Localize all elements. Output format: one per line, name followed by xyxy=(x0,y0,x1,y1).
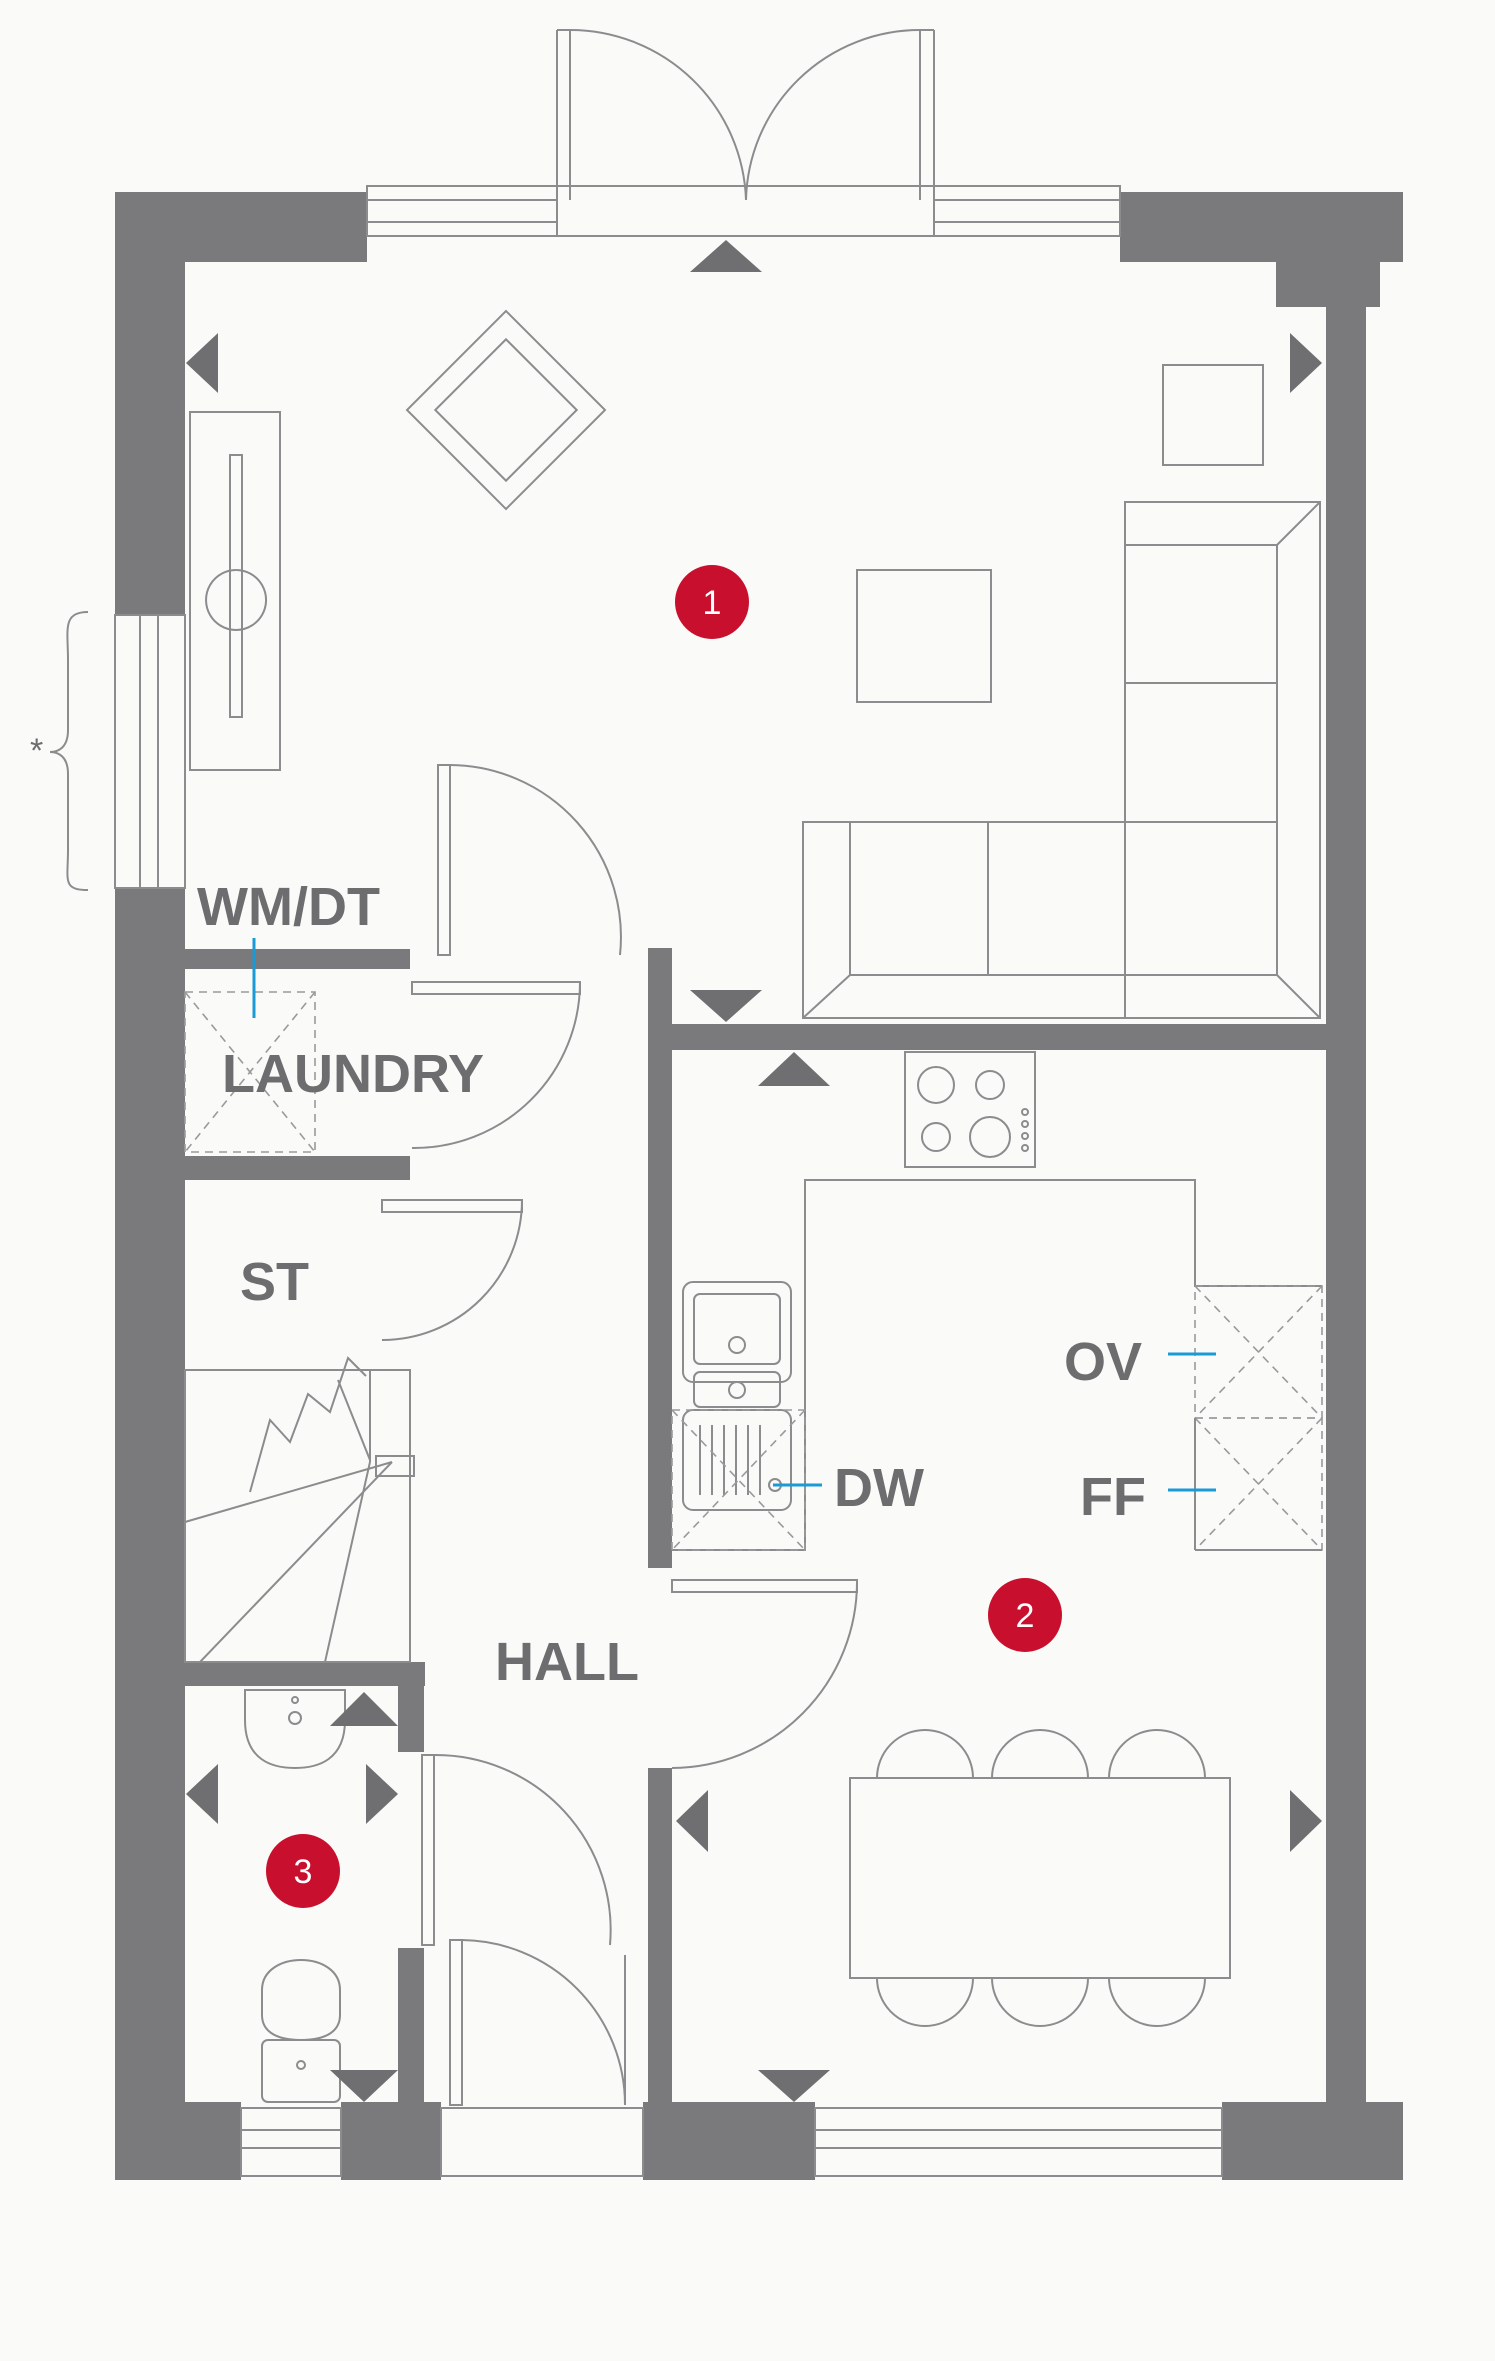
leader-lines xyxy=(252,938,1216,1492)
badge-living: 1 xyxy=(675,565,749,639)
wall-bottom-1 xyxy=(115,2102,241,2180)
television xyxy=(229,454,243,718)
toilet xyxy=(261,1959,341,2103)
door-wc[interactable] xyxy=(421,1754,435,1946)
window-left-side xyxy=(114,614,186,889)
label-hall: HALL xyxy=(495,1632,639,1692)
walls xyxy=(115,192,1403,2180)
svg-text:1: 1 xyxy=(703,584,722,622)
arrow-right-marker xyxy=(366,1764,398,1824)
badge-kitchen-dining: 2 xyxy=(988,1578,1062,1652)
label-dishwasher: DW xyxy=(834,1458,924,1518)
arrow-left-marker xyxy=(676,1790,708,1852)
door-front[interactable] xyxy=(449,1939,463,2106)
wall-left-lower xyxy=(115,888,185,2180)
wall-hall-kitchen-lower xyxy=(648,1768,672,2102)
arrow-down-marker xyxy=(758,2070,830,2102)
window-top-left xyxy=(366,185,558,237)
armchair xyxy=(405,309,607,511)
dining-set xyxy=(849,1729,1231,2027)
wall-wc-right-upper xyxy=(398,1662,424,1752)
section-arrows xyxy=(186,240,1322,2102)
arrow-up-marker xyxy=(758,1052,830,1086)
wall-right xyxy=(1326,192,1366,2123)
windows xyxy=(114,29,1223,2177)
room-badges: 1 2 3 xyxy=(266,565,1062,1908)
wall-laundry-bottom xyxy=(185,1156,410,1180)
side-table xyxy=(1162,364,1264,466)
front-door-frame xyxy=(440,2107,644,2177)
arrow-left-marker xyxy=(186,333,218,393)
staircase xyxy=(184,1356,415,1663)
hob xyxy=(904,1051,1036,1168)
labels: WM/DT LAUNDRY ST HALL DW OV FF xyxy=(197,877,1146,1692)
wall-hall-kitchen-upper xyxy=(648,948,672,1568)
door-kitchen[interactable] xyxy=(671,1579,858,1593)
window-wc xyxy=(240,2107,342,2177)
wc-fittings xyxy=(244,1689,346,2103)
wall-bottom-2 xyxy=(341,2102,441,2180)
label-laundry: LAUNDRY xyxy=(222,1044,484,1104)
door-laundry[interactable] xyxy=(411,981,581,995)
dining-table xyxy=(849,1777,1231,1979)
arrow-up-marker xyxy=(330,1692,398,1726)
dishwasher-space xyxy=(671,1409,806,1551)
arrow-down-marker xyxy=(690,990,762,1022)
sink xyxy=(682,1281,792,1383)
arrow-right-marker xyxy=(1290,1790,1322,1852)
arrow-down-marker xyxy=(330,2070,398,2102)
drainer xyxy=(682,1409,792,1511)
label-fridge-freezer: FF xyxy=(1080,1467,1146,1527)
living-room-furniture xyxy=(189,309,1321,1019)
wall-bottom-4 xyxy=(1222,2102,1403,2180)
arrow-up-marker xyxy=(690,240,762,272)
badge-wc: 3 xyxy=(266,1834,340,1908)
svg-text:2: 2 xyxy=(1016,1597,1035,1635)
coffee-table xyxy=(856,569,992,703)
washer-dryer-space xyxy=(184,991,316,1153)
arrow-left-marker xyxy=(186,1764,218,1824)
wall-left-upper xyxy=(115,192,185,615)
kitchen-fittings xyxy=(671,1051,1323,1551)
label-washer-dryer: WM/DT xyxy=(197,877,380,937)
window-note-brace: * xyxy=(30,611,89,891)
door-living[interactable] xyxy=(437,764,451,956)
label-store: ST xyxy=(240,1252,309,1312)
wall-laundry-top xyxy=(185,949,410,969)
note-asterisk: * xyxy=(30,732,43,770)
door-store[interactable] xyxy=(381,1199,523,1213)
window-top-right xyxy=(933,185,1121,237)
wall-stair-bottom xyxy=(185,1662,425,1686)
window-bottom-right xyxy=(814,2107,1223,2177)
newel-post xyxy=(375,1455,415,1477)
doors xyxy=(381,764,858,2106)
wall-wc-right-lower xyxy=(398,1948,424,2102)
basin xyxy=(244,1689,346,1770)
arrow-right-marker xyxy=(1290,333,1322,393)
svg-text:3: 3 xyxy=(294,1853,313,1891)
laundry-appliance xyxy=(184,991,316,1153)
wall-living-kitchen xyxy=(664,1024,1326,1050)
label-oven: OV xyxy=(1064,1332,1142,1392)
corner-sofa xyxy=(802,501,1321,1019)
wall-bottom-3 xyxy=(643,2102,815,2180)
